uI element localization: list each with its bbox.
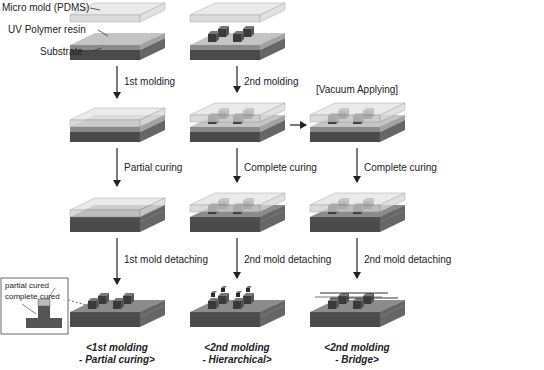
result-caption: - Hierarchical> xyxy=(172,354,302,365)
step-label: 1st molding xyxy=(124,76,175,87)
step-label: [Vacuum Applying] xyxy=(316,84,398,95)
inset-label: partial cured xyxy=(5,281,49,290)
result-caption: - Bridge> xyxy=(292,354,422,365)
step-label: 2nd mold detaching xyxy=(244,254,331,265)
part-label: Micro mold (PDMS) xyxy=(2,2,89,13)
result-caption: <2nd molding xyxy=(292,342,422,353)
step-label: 2nd mold detaching xyxy=(364,254,451,265)
result-caption: <2nd molding xyxy=(172,342,302,353)
step-label: Complete curing xyxy=(364,162,437,173)
step-label: Complete curing xyxy=(244,162,317,173)
result-caption: <1st molding xyxy=(52,342,182,353)
part-label: Substrate xyxy=(40,46,83,57)
step-label: Partial curing xyxy=(124,162,182,173)
step-label: 2nd molding xyxy=(244,76,298,87)
part-label: UV Polymer resin xyxy=(8,24,86,35)
result-caption: - Partial curing> xyxy=(52,354,182,365)
step-label: 1st mold detaching xyxy=(124,254,208,265)
inset-label: complete cured xyxy=(5,292,60,301)
